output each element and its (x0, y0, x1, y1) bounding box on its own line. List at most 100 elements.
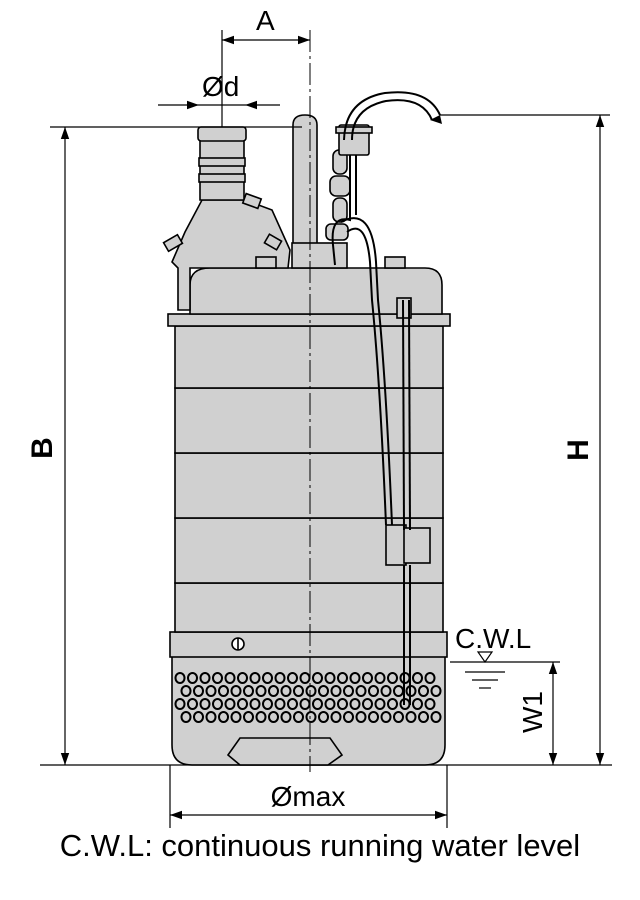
strainer-hole (187, 672, 198, 684)
strainer-hole (374, 698, 386, 710)
housing-bolt-1 (162, 233, 184, 253)
strainer-hole (193, 711, 204, 723)
strainer-hole (387, 698, 398, 710)
float-switch-body (385, 524, 407, 566)
strainer-hole (305, 711, 317, 723)
strainer-hole (180, 685, 192, 697)
strainer-hole (337, 698, 348, 710)
strainer-hole (174, 672, 186, 684)
strainer-hole (293, 685, 304, 697)
strainer-hole (287, 672, 298, 684)
dim-label-w1: W1 (517, 691, 548, 733)
strainer-hole (268, 685, 279, 697)
strainer-hole (280, 685, 292, 697)
dim-label-h: H (562, 439, 595, 461)
power-cable (331, 91, 441, 705)
strainer-hole (368, 711, 379, 723)
strainer-hole (243, 711, 254, 723)
strainer-hole (418, 711, 429, 723)
strainer-hole (205, 685, 217, 697)
bottom-handle (226, 737, 344, 766)
strainer-hole (274, 698, 286, 710)
strainer-hole (368, 685, 379, 697)
strainer-hole (362, 672, 373, 684)
strainer-hole (324, 698, 336, 710)
strainer-hole (362, 698, 373, 710)
strainer-hole (312, 698, 323, 710)
strainer-hole (430, 685, 442, 697)
strainer-hole (337, 672, 348, 684)
strainer-hole (205, 711, 217, 723)
strainer-holes (174, 672, 442, 723)
dim-label-a: A (256, 5, 275, 36)
water-level-triangle (476, 651, 494, 664)
strainer-hole (343, 711, 354, 723)
strainer-hole (393, 711, 404, 723)
strainer-hole (255, 685, 267, 697)
pipe-band-1 (198, 157, 246, 167)
strainer-hole (249, 698, 261, 710)
rib-3 (174, 452, 444, 519)
strainer-hole (249, 672, 261, 684)
float-switch-box (403, 527, 431, 564)
top-bolt-1 (255, 256, 277, 269)
diagram-caption: C.W.L: continuous running water level (59, 828, 581, 863)
rib-1 (174, 582, 444, 633)
top-bolt-2 (384, 256, 406, 269)
strainer-hole (237, 698, 248, 710)
strainer-hole (274, 672, 286, 684)
strainer-hole (237, 672, 248, 684)
strainer-hole (318, 711, 329, 723)
housing-bolt-2 (241, 192, 263, 210)
strainer-hole (280, 711, 292, 723)
chain-link-3 (332, 197, 348, 223)
housing-bolt-3 (263, 233, 283, 251)
handle-post (292, 114, 318, 246)
strainer-hole (387, 672, 398, 684)
strainer-hole (230, 685, 242, 697)
dim-label-d: Ød (202, 71, 239, 102)
strainer-hole (268, 711, 279, 723)
strainer-hole (174, 698, 186, 710)
strainer-hole (218, 711, 229, 723)
strainer-hole (243, 685, 254, 697)
strainer-hole (312, 672, 323, 684)
strainer-hole (412, 698, 423, 710)
strainer-hole (330, 711, 342, 723)
strainer-hole (199, 672, 211, 684)
strainer-hole (349, 698, 361, 710)
strainer-hole (193, 685, 204, 697)
strainer-hole (180, 711, 192, 723)
strainer-hole (262, 698, 273, 710)
strainer-hole (380, 685, 392, 697)
rib-5 (174, 325, 444, 389)
strainer-hole (355, 711, 367, 723)
strainer-hole (380, 711, 392, 723)
strainer-hole (212, 698, 223, 710)
pipe-band-2 (198, 173, 246, 183)
strainer-hole (224, 698, 236, 710)
strainer-hole (187, 698, 198, 710)
strainer-hole (343, 685, 354, 697)
strainer-hole (424, 698, 436, 710)
handle-base (291, 242, 348, 269)
strainer-hole (418, 685, 429, 697)
strainer-hole (355, 685, 367, 697)
strainer-hole (374, 672, 386, 684)
strainer-hole (330, 685, 342, 697)
strainer-hole (430, 711, 442, 723)
dim-label-cwl: C.W.L (455, 623, 531, 654)
strainer-hole (255, 711, 267, 723)
dimension-lines (40, 30, 612, 828)
strainer-hole (412, 672, 423, 684)
chain-link-2 (329, 175, 351, 197)
strainer-hole (218, 685, 229, 697)
chain-link-4 (325, 223, 349, 241)
strainer-hole (199, 698, 211, 710)
dim-label-b: B (26, 437, 59, 459)
discharge-pipe (199, 139, 245, 201)
strainer-hole (287, 698, 298, 710)
strainer-hole (262, 672, 273, 684)
pump-body (162, 114, 451, 766)
